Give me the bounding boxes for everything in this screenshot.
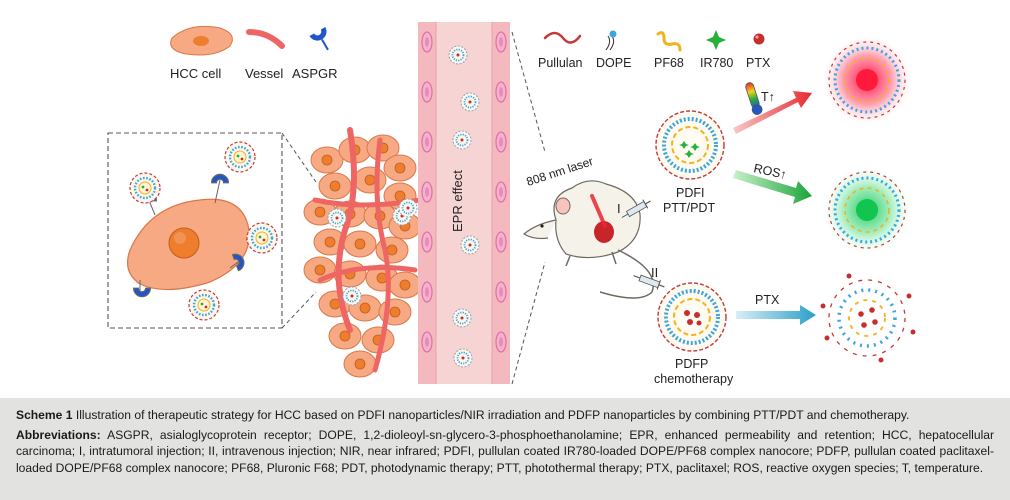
legend-hcc-cell-icon [170, 25, 233, 56]
temperature-arrow [733, 91, 812, 134]
mouse-illustration [522, 180, 654, 299]
legend-vessel-label: Vessel [245, 66, 283, 81]
legend-ptx-label: PTX [746, 56, 771, 70]
legend-pf68-label: PF68 [654, 56, 684, 70]
legend-ir780-icon [706, 30, 726, 50]
zoom-connector-bottom [281, 291, 317, 329]
abbreviations-caption: Abbreviations: ASGPR, asialoglycoprotein… [16, 427, 994, 477]
legend-ptx-icon [753, 33, 765, 45]
legend-aspgr-icon [309, 26, 330, 51]
vessel-to-mouse-connector-top [511, 31, 546, 153]
abbreviations-text: ASGPR, asialoglycoprotein receptor; DOPE… [16, 427, 995, 475]
ros-arrow [733, 170, 812, 204]
legend-aspgr-label: ASPGR [292, 66, 338, 81]
legend-dope-icon [605, 30, 617, 51]
legend-ir780-label: IR780 [700, 56, 733, 70]
therapy-scheme-figure: HCC cell Vessel ASPGR [107, 22, 916, 386]
pdfp-nanoparticle [657, 282, 727, 352]
pdfp-name-label: PDFP [675, 357, 708, 371]
pdfi-therapy-label: PTT/PDT [663, 201, 715, 215]
ros-nanoparticle [823, 166, 911, 254]
legend-dope-label: DOPE [596, 56, 631, 70]
syringe-intratumoral-icon [621, 199, 651, 218]
vessel-to-mouse-connector-bottom [511, 261, 546, 385]
scheme-text: Illustration of therapeutic strategy for… [75, 408, 910, 422]
zoomed-hcc-cell [127, 198, 250, 291]
tumor-mass [303, 127, 423, 378]
scheme-caption: Scheme 1 Illustration of therapeutic str… [16, 407, 994, 424]
legend-vessel-icon [246, 29, 285, 49]
legend-pullulan-label: Pullulan [538, 56, 583, 70]
blood-vessel [418, 22, 510, 384]
legend-hcc-cell-label: HCC cell [170, 66, 221, 81]
scheme-label: Scheme 1 [16, 408, 73, 422]
ptx-release-nanoparticle [820, 273, 916, 363]
caption-band: Scheme 1 Illustration of therapeutic str… [0, 398, 1010, 500]
heated-nanoparticle [823, 36, 911, 124]
ros-rise-label: ROS↑ [752, 161, 788, 182]
legend-pullulan-icon [543, 31, 582, 44]
pdfi-nanoparticle [655, 110, 725, 180]
temperature-rise-label: T↑ [761, 90, 775, 104]
route-i-label: I [617, 201, 621, 216]
zoom-box [107, 132, 283, 329]
thermometer-icon [745, 82, 763, 115]
route-ii-label: II [651, 265, 658, 280]
zoom-connector-top [281, 132, 317, 183]
abbreviations-label: Abbreviations: [16, 427, 101, 442]
epr-effect-label: EPR effect [450, 170, 465, 232]
pdfi-name-label: PDFI [676, 186, 704, 200]
pdfp-therapy-label: chemotherapy [654, 372, 734, 386]
ptx-release-label: PTX [755, 293, 780, 307]
laser-beam-icon [590, 194, 607, 228]
ptx-release-arrow [736, 305, 816, 325]
syringe-intravenous-icon [633, 274, 665, 290]
legend-pf68-icon [656, 31, 682, 52]
